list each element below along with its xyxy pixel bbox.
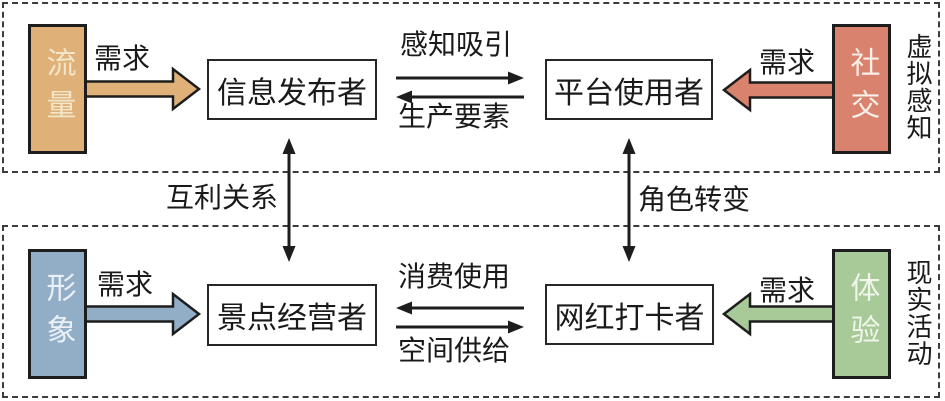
image-source-box: 形象 (28, 249, 87, 379)
virtual-perception-section-frame (2, 2, 940, 173)
real-activity-section-frame (2, 225, 940, 398)
space-supply-arrow-icon (396, 320, 524, 334)
experience-demand-label: 需求 (759, 276, 816, 307)
checkin-visitor-node: 网红打卡者 (545, 284, 714, 345)
experience-source-box: 体验 (832, 249, 891, 379)
traffic-source-box: 流量 (28, 24, 87, 154)
scenic-operator-node: 景点经营者 (207, 284, 377, 346)
role-change-double-arrow-icon (622, 138, 636, 262)
traffic-source-label: 流量 (41, 47, 75, 131)
real-activity-side-label: 现实活动 (903, 259, 932, 367)
image-demand-label: 需求 (97, 270, 154, 301)
experience-source-label: 体验 (845, 272, 879, 356)
traffic-demand-block-arrow-icon (83, 66, 202, 112)
consumption-use-arrow-icon (396, 301, 524, 315)
social-demand-block-arrow-icon (721, 67, 840, 113)
production-factor-arrow-icon (396, 90, 524, 104)
image-source-label: 形象 (41, 272, 75, 356)
image-demand-block-arrow-icon (83, 291, 202, 337)
space-supply-label: 空间供给 (398, 336, 511, 367)
experience-demand-block-arrow-icon (721, 291, 840, 337)
production-factor-label: 生产要素 (398, 102, 511, 133)
consumption-use-label: 消费使用 (398, 262, 511, 293)
social-source-label: 社交 (845, 47, 879, 131)
mutual-benefit-label: 互利关系 (166, 183, 279, 214)
perception-attraction-arrow-icon (396, 71, 524, 85)
platform-user-node: 平台使用者 (545, 59, 713, 120)
perception-attraction-label: 感知吸引 (400, 30, 513, 61)
mutual-benefit-double-arrow-icon (282, 138, 296, 262)
social-source-box: 社交 (832, 24, 891, 154)
traffic-demand-label: 需求 (94, 44, 151, 75)
info-publisher-node: 信息发布者 (207, 59, 377, 120)
role-change-label: 角色转变 (638, 185, 751, 216)
virtual-perception-side-label: 虚拟感知 (903, 33, 932, 141)
social-demand-label: 需求 (759, 48, 816, 79)
